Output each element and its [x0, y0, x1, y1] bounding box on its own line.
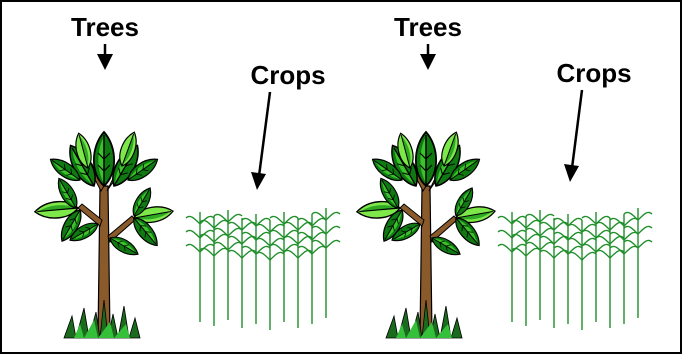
- trees-label-right: Trees: [394, 12, 462, 42]
- crops-label-left: Crops: [250, 60, 325, 90]
- crops-label-right: Crops: [556, 58, 631, 88]
- trees-label-left: Trees: [71, 12, 139, 42]
